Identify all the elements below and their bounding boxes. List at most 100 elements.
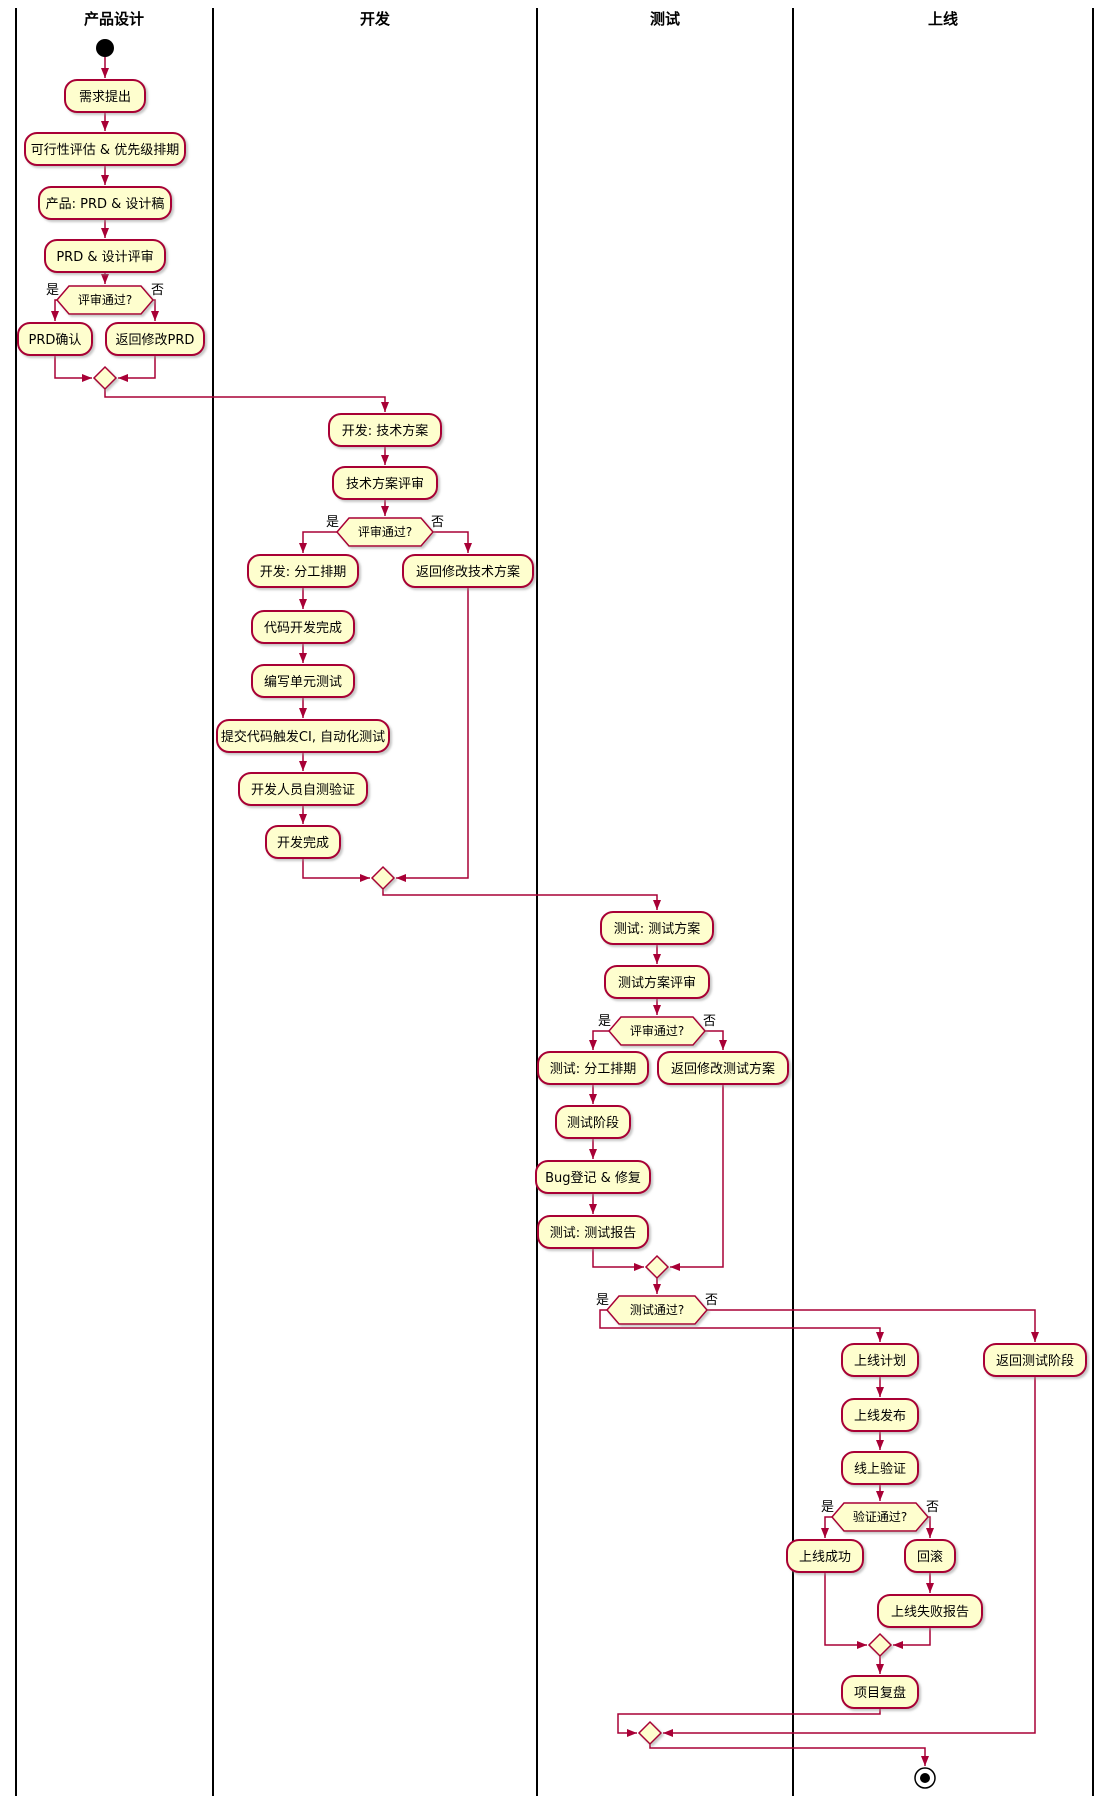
branch-no-label: 否 <box>151 283 164 298</box>
activity-label: 上线发布 <box>854 1408 906 1424</box>
activity-box <box>44 239 166 273</box>
activity-bug-fix: Bug登记 & 修复 <box>535 1160 651 1194</box>
activity-label: 测试方案评审 <box>618 975 696 991</box>
activity-box <box>105 322 205 356</box>
activity-label: PRD确认 <box>29 333 82 348</box>
activity-box <box>537 1051 649 1085</box>
branch-no-label: 否 <box>703 1014 716 1029</box>
activity-box <box>535 1160 651 1194</box>
activity-retrospective: 项目复盘 <box>841 1675 919 1709</box>
flow-edge <box>617 1708 881 1737</box>
flow-edge <box>599 1309 884 1342</box>
decision-shape <box>336 517 434 547</box>
activity-box <box>17 322 93 356</box>
activity-label: 返回测试阶段 <box>996 1354 1074 1369</box>
activity-test-phase: 测试阶段 <box>555 1105 631 1139</box>
activity-box <box>537 1215 649 1249</box>
activity-test-plan-review: 测试方案评审 <box>604 965 710 999</box>
activity-box <box>265 825 341 859</box>
branch-yes-label: 是 <box>598 1014 611 1029</box>
activity-label: 开发完成 <box>277 835 329 851</box>
activity-dev-schedule: 开发: 分工排期 <box>247 554 359 588</box>
activity-label: 开发: 技术方案 <box>342 423 429 439</box>
lane-title-testing: 测试 <box>650 10 680 28</box>
activity-label: 开发人员自测验证 <box>251 782 355 798</box>
activity-test-report: 测试: 测试报告 <box>537 1215 649 1249</box>
activity-release: 上线发布 <box>841 1398 919 1432</box>
activity-label: 上线计划 <box>854 1354 906 1369</box>
activity-label: 返回修改PRD <box>116 333 195 348</box>
activity-box <box>38 186 172 220</box>
flow-edge <box>821 1516 832 1538</box>
flow-edge <box>382 889 661 910</box>
flow-edge <box>299 531 337 553</box>
activity-box <box>251 610 355 644</box>
flow-edge <box>51 299 59 321</box>
activity-label: 线上验证 <box>854 1461 906 1477</box>
flow-edge <box>589 1030 609 1050</box>
end-node-inner <box>920 1773 930 1783</box>
flow-edge <box>649 1744 929 1766</box>
flow-edge <box>670 1084 724 1271</box>
activity-box <box>251 664 355 698</box>
lane-title-development: 开发 <box>360 10 391 28</box>
branch-no-label: 否 <box>926 1500 939 1515</box>
activity-label: 技术方案评审 <box>346 476 424 492</box>
activity-dev-done: 开发完成 <box>265 825 341 859</box>
end-node <box>914 1767 936 1789</box>
flow-edge <box>893 1627 931 1649</box>
activity-requirement: 需求提出 <box>64 79 146 113</box>
activity-box <box>247 554 359 588</box>
branch-yes-label: 是 <box>46 283 59 298</box>
activity-box <box>877 1594 983 1628</box>
activity-label: 产品: PRD & 设计稿 <box>46 196 165 212</box>
activity-label: 回滚 <box>917 1549 943 1565</box>
flow-edge <box>707 1309 1039 1342</box>
branch-no-label: 否 <box>431 515 444 530</box>
decision-shape <box>606 1295 708 1325</box>
activity-label: PRD & 设计评审 <box>56 250 153 265</box>
flow-edge <box>824 1572 867 1649</box>
activity-label: 返回修改技术方案 <box>416 564 520 580</box>
branch-no-label: 否 <box>705 1293 718 1308</box>
merge-test <box>644 1254 670 1280</box>
activity-prd-review: PRD & 设计评审 <box>44 239 166 273</box>
activity-test-plan-revise: 返回修改测试方案 <box>657 1051 789 1085</box>
activity-launch-success: 上线成功 <box>786 1539 864 1573</box>
merge-final <box>637 1720 663 1746</box>
lane-title-product-design: 产品设计 <box>84 10 144 28</box>
decision-label: 评审通过? <box>358 524 412 539</box>
decision-label: 验证通过? <box>853 1509 907 1524</box>
activity-box <box>904 1539 956 1573</box>
activity-box <box>786 1539 864 1573</box>
flow-edge <box>151 299 159 321</box>
decision-shape <box>831 1502 929 1532</box>
decision-shape <box>608 1016 706 1046</box>
lane-title-launch: 上线 <box>928 10 958 28</box>
activity-box <box>328 413 442 447</box>
activity-box <box>657 1051 789 1085</box>
activity-unit-test: 编写单元测试 <box>251 664 355 698</box>
flow-edge <box>104 389 389 412</box>
activity-tech-review: 技术方案评审 <box>332 466 438 500</box>
activity-box <box>841 1675 919 1709</box>
activity-box <box>64 79 146 113</box>
flow-edge <box>592 1248 644 1271</box>
decision-label: 测试通过? <box>630 1302 684 1317</box>
decision-prd-review-passed: 评审通过? 是 否 <box>46 283 164 315</box>
activity-test-plan: 测试: 测试方案 <box>600 911 714 945</box>
merge-dev <box>370 865 396 891</box>
activity-launch-plan: 上线计划 <box>841 1343 919 1377</box>
flow-edge <box>118 355 156 382</box>
activity-box <box>841 1451 919 1485</box>
activity-prd-revise: 返回修改PRD <box>105 322 205 356</box>
flow-edge <box>54 355 92 382</box>
activity-label: 需求提出 <box>79 89 131 105</box>
activity-box <box>402 554 534 588</box>
flow-edge <box>926 1516 934 1538</box>
activity-label: 可行性评估 & 优先级排期 <box>31 143 179 158</box>
flow-edge <box>705 1030 727 1050</box>
activity-box <box>216 719 390 753</box>
activity-label: 上线成功 <box>799 1550 851 1565</box>
